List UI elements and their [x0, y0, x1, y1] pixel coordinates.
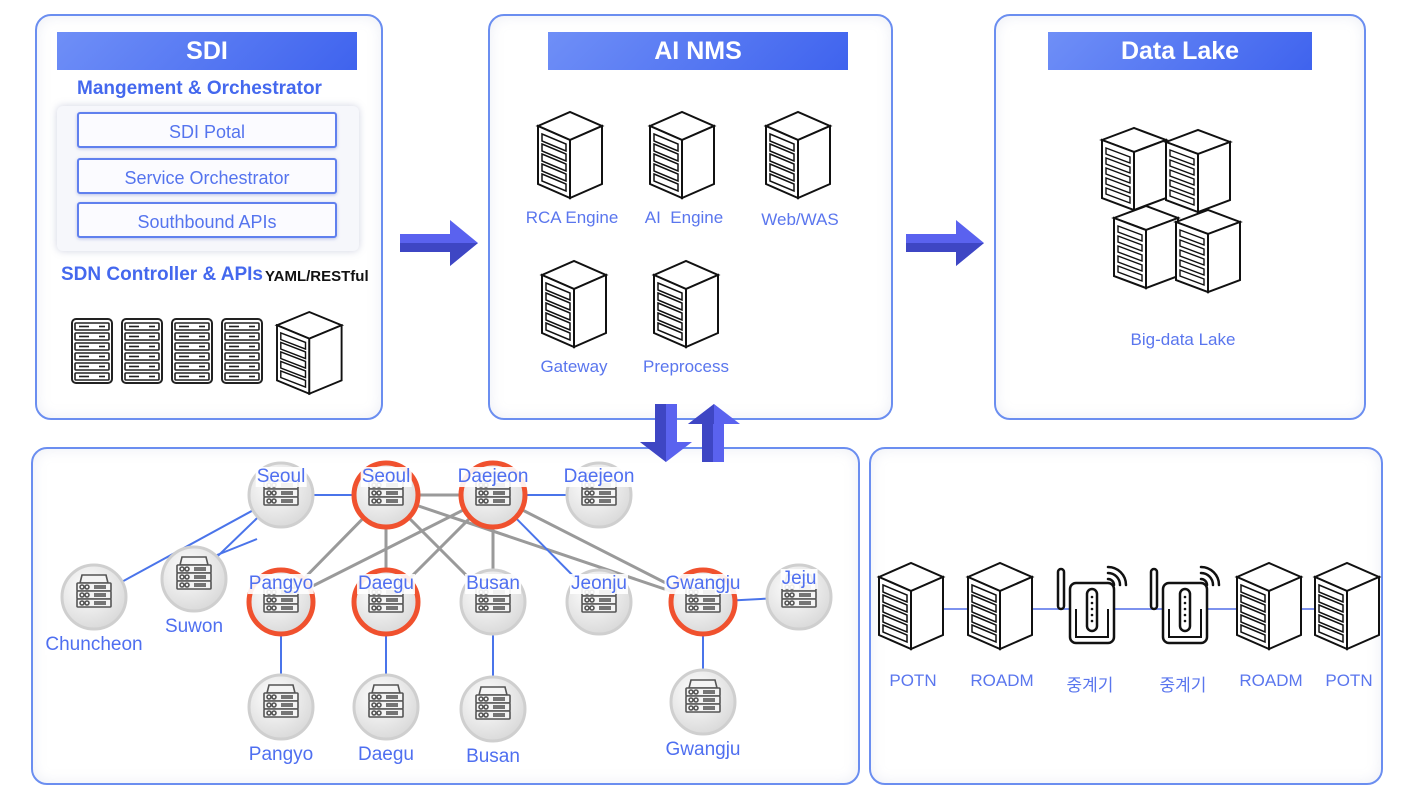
data-lake-panel: Data Lake Big-data Lake [994, 14, 1366, 420]
wifi-repeater-icon [1056, 565, 1128, 645]
arrow-down-icon [640, 404, 692, 462]
rack-server-icon [221, 318, 263, 384]
server-cube-icon [1101, 127, 1167, 211]
server-cube-icon [1234, 561, 1304, 651]
transport-chain [876, 561, 1382, 651]
gateway-label: Gateway [540, 357, 608, 376]
bidirectional-arrows-icon [640, 404, 740, 462]
data-lake-title: Data Lake [1048, 32, 1312, 70]
server-cube-icon [876, 561, 946, 651]
edge-router-node[interactable] [459, 675, 527, 743]
access-link [216, 538, 258, 556]
node-label: Busan [465, 573, 521, 594]
arrow-right-icon [400, 220, 478, 266]
server-icon [263, 684, 299, 718]
server-cube-icon [1165, 129, 1231, 213]
node-label: Daegu [357, 573, 415, 594]
rca-engine-label: RCA Engine [525, 208, 619, 227]
rack-servers [71, 310, 345, 396]
node-label: Daejeon [562, 466, 636, 487]
network-topology [60, 460, 833, 743]
node-label: Daejeon [456, 466, 530, 487]
southbound-apis-box[interactable]: Southbound APIs [77, 202, 337, 238]
management-stack: SDI Potal Service Orchestrator Southboun… [57, 106, 359, 251]
node-label: Busan [465, 746, 521, 767]
node-label: Pangyo [247, 573, 315, 594]
server-icon [368, 684, 404, 718]
arrow-right-icon [906, 220, 984, 266]
access-link [93, 494, 282, 598]
ai-nms-servers [537, 111, 831, 348]
server-icon [176, 556, 212, 590]
node-label: Jeonju [570, 573, 628, 594]
sdi-panel: SDI Mangement & Orchestrator SDI Potal S… [35, 14, 383, 420]
wifi-repeater-icon [1149, 565, 1221, 645]
device-label: 중계기 [1159, 676, 1207, 695]
node-label: Gwangju [664, 573, 742, 594]
sdi-title: SDI [57, 32, 357, 70]
node-label: Jeju [780, 568, 818, 589]
node-label: Daegu [357, 744, 415, 765]
server-cube-icon [274, 310, 345, 396]
core-link [280, 493, 494, 604]
edge-router-node[interactable] [669, 668, 737, 736]
web-was-label: Web/WAS [761, 210, 839, 229]
rack-server-icon [71, 318, 113, 384]
rack-server-icon [121, 318, 163, 384]
server-cube-icon [765, 111, 831, 199]
server-cube-icon [537, 111, 603, 199]
ai-engine-label: AI Engine [644, 208, 724, 227]
node-label: Seoul [255, 466, 307, 487]
node-label: Gwangju [664, 739, 742, 760]
device-label: 중계기 [1066, 676, 1114, 695]
arrow-up-icon [688, 404, 740, 462]
server-cube-icon [1175, 209, 1241, 293]
server-cube-icon [649, 111, 715, 199]
edge-router-node[interactable] [160, 545, 228, 613]
node-label: Seoul [360, 466, 412, 487]
preprocess-label: Preprocess [643, 357, 729, 376]
device-label: ROADM [1239, 671, 1303, 690]
ai-nms-panel: AI NMS RCA Engine AI Engine Web/WAS Gate… [488, 14, 893, 420]
device-label: ROADM [970, 671, 1034, 690]
server-icon [685, 679, 721, 713]
server-cube-icon [653, 260, 719, 348]
server-cube-icon [965, 561, 1035, 651]
server-cube-icon [1113, 205, 1179, 289]
edge-router-node[interactable] [60, 563, 128, 631]
big-data-lake-label: Big-data Lake [1130, 330, 1236, 349]
node-label: Chuncheon [44, 634, 144, 655]
server-icon [76, 574, 112, 608]
controller-protocol: YAML/RESTful [265, 268, 369, 285]
service-orchestrator-box[interactable]: Service Orchestrator [77, 158, 337, 194]
server-cube-icon [541, 260, 607, 348]
rack-server-icon [171, 318, 213, 384]
core-link [385, 493, 704, 604]
server-icon [475, 686, 511, 720]
node-label: Suwon [163, 616, 225, 637]
node-label: Pangyo [247, 744, 315, 765]
device-label: POTN [1325, 671, 1373, 690]
device-label: POTN [889, 671, 937, 690]
sdi-portal-box[interactable]: SDI Potal [77, 112, 337, 148]
server-cube-icon [1312, 561, 1382, 651]
ai-nms-title: AI NMS [548, 32, 848, 70]
controller-title: SDN Controller & APIs [61, 264, 263, 285]
edge-router-node[interactable] [247, 673, 315, 741]
transport-panel: POTN ROADM 중계기 중계기 ROADM POTN [869, 447, 1383, 785]
edge-router-node[interactable] [352, 673, 420, 741]
management-title: Mangement & Orchestrator [77, 78, 322, 99]
server-cluster-icon [1101, 127, 1241, 293]
